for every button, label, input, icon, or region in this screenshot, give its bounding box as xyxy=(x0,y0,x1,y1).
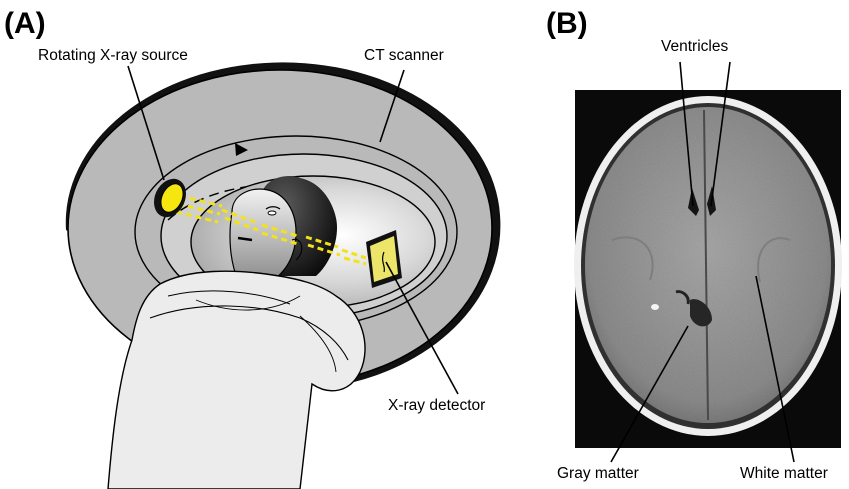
panel-a: (A) xyxy=(4,7,500,489)
label-gray-matter: Gray matter xyxy=(557,465,639,482)
label-rotating-x-ray-source: Rotating X-ray source xyxy=(38,47,188,64)
label-ct-scanner: CT scanner xyxy=(364,47,444,64)
label-ventricles: Ventricles xyxy=(661,38,728,55)
patient-head xyxy=(230,176,337,280)
panel-b-letter: (B) xyxy=(546,7,588,40)
eye xyxy=(268,211,276,215)
panel-a-letter: (A) xyxy=(4,7,46,40)
panel-b: (B) Ventricles Gray matter White matter xyxy=(546,7,842,482)
calcification xyxy=(651,304,659,310)
brain-ct-scan xyxy=(574,90,842,448)
label-white-matter: White matter xyxy=(740,465,828,482)
label-x-ray-detector: X-ray detector xyxy=(388,397,485,414)
patient-blanket xyxy=(108,271,365,489)
